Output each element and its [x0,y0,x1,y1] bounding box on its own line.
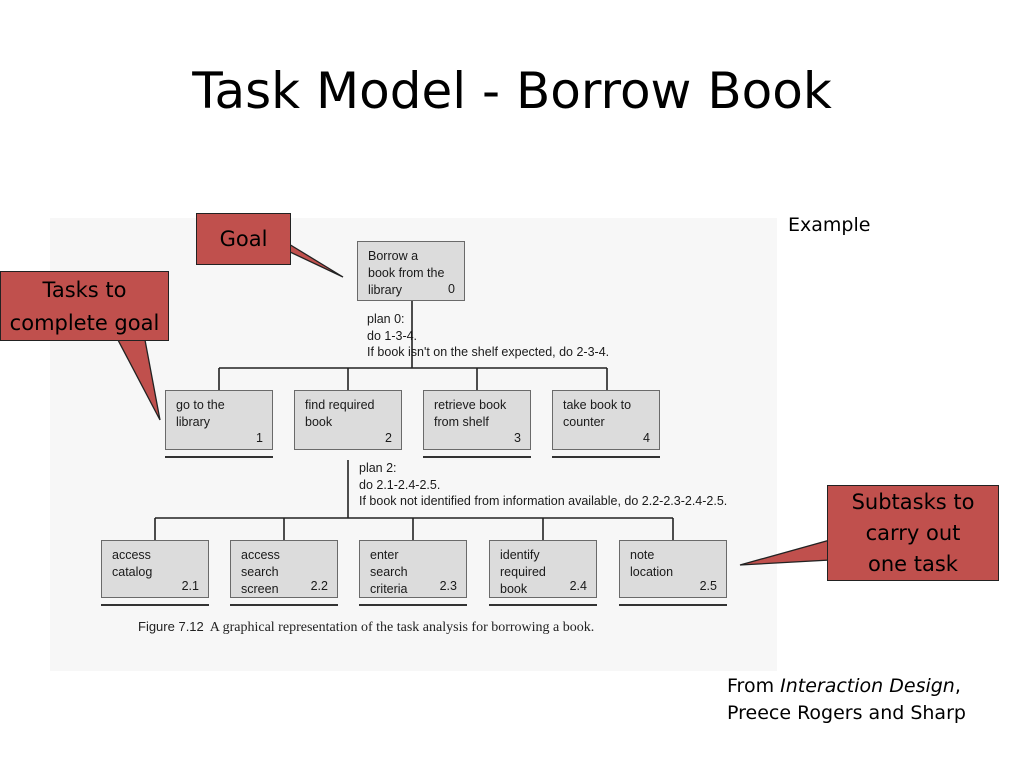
subtask-underline [101,604,209,606]
root-task-number: 0 [448,282,455,296]
subtask-label: enter search criteria [370,548,408,596]
task-label: go to the library [176,398,225,429]
tasks-callout-pointer [116,339,161,421]
goal-callout-text: Goal [219,227,268,251]
subtask-box-2-5: note location 2.5 [619,540,727,598]
subtask-box-2-4: identify required book 2.4 [489,540,597,598]
tasks-callout-line2: complete goal [9,311,160,335]
root-task-box: Borrow a book from the library 0 [357,241,465,301]
subtask-number: 2.4 [569,579,587,593]
root-task-label: Borrow a book from the library [368,249,445,297]
source-suffix: , [954,675,961,697]
subtask-underline [359,604,467,606]
figure-number: Figure 7.12 [138,619,204,634]
task-number: 3 [514,431,521,445]
task-underline [165,456,273,458]
subtask-number: 2.5 [699,579,717,593]
subtask-number: 2.2 [310,579,328,593]
subtask-number: 2.1 [181,579,199,593]
subtask-label: identify required book [500,548,546,596]
subtasks-callout-line3: one task [868,552,958,576]
figure-caption-text: A graphical representation of the task a… [209,620,595,635]
subtasks-callout-line1: Subtasks to [851,490,975,514]
subtask-number: 2.3 [439,579,457,593]
subtask-label: note location [630,548,674,579]
task-label: retrieve book from shelf [434,398,507,429]
subtask-box-2-2: access search screen 2.2 [230,540,338,598]
source-citation: From Interaction Design, Preece Rogers a… [727,673,966,727]
subtask-box-2-1: access catalog 2.1 [101,540,209,598]
plan-2: plan 2: do 2.1-2.4-2.5. If book not iden… [359,461,728,508]
subtask-underline [230,604,338,606]
subtask-label: access search screen [241,548,280,596]
subtask-box-2-3: enter search criteria 2.3 [359,540,467,598]
goal-callout: Goal [196,213,291,265]
task-label: take book to counter [563,398,632,429]
task-box-4: take book to counter 4 [552,390,660,450]
tasks-callout: Tasks to complete goal [0,271,169,341]
plan-0: plan 0: do 1-3-4. If book isn't on the s… [367,312,610,359]
subtasks-callout: Subtasks to carry out one task [827,485,999,581]
slide-title: Task Model - Borrow Book [192,62,832,120]
task-underline [552,456,660,458]
task-box-2: find required book 2 [294,390,402,450]
task-label: find required book [305,398,375,429]
bullet-text: Example [788,214,871,236]
task-number: 1 [256,431,263,445]
source-line-1: From Interaction Design, [727,673,966,700]
source-book-title: Interaction Design [780,675,955,697]
task-number: 4 [643,431,650,445]
subtasks-callout-pointer [739,539,831,566]
source-prefix: From [727,675,781,697]
subtask-underline [489,604,597,606]
task-box-3: retrieve book from shelf 3 [423,390,531,450]
subtask-label: access catalog [112,548,153,579]
subtasks-callout-line2: carry out [865,521,961,545]
figure-caption: Figure 7.12 A graphical representation of… [138,619,594,636]
tasks-callout-line1: Tasks to [42,278,127,302]
task-box-1: go to the library 1 [165,390,273,450]
task-number: 2 [385,431,392,445]
source-line-2: Preece Rogers and Sharp [727,702,966,724]
subtask-underline [619,604,727,606]
task-underline [423,456,531,458]
